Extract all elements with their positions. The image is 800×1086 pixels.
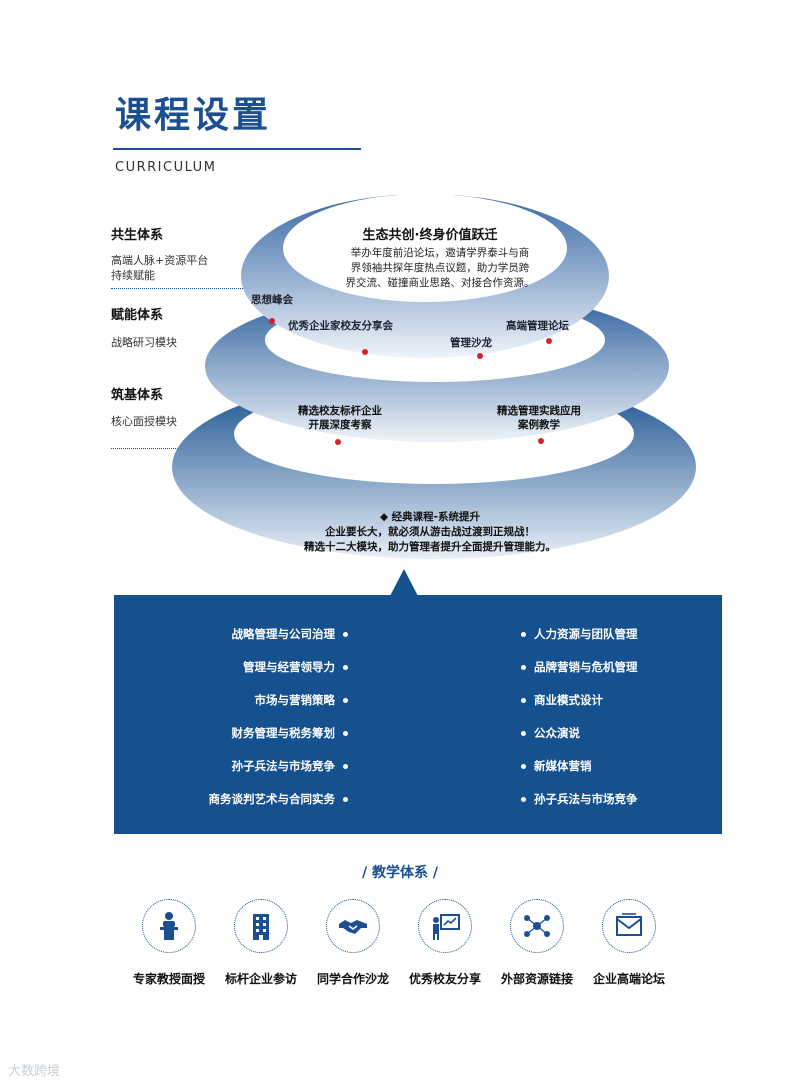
- top-ring-heading: 生态共创·终身价值跃迁: [362, 228, 498, 243]
- bullet-dot: [343, 665, 348, 670]
- marker-dot: [362, 349, 368, 355]
- tier-desc-empowerment: 战略研习模块: [111, 336, 177, 349]
- bullet-dot: [343, 632, 348, 637]
- page-subtitle: CURRICULUM: [115, 160, 217, 175]
- course-label: 公众演说: [534, 726, 581, 740]
- bullet-dot: [343, 698, 348, 703]
- text-line: 开展深度考察: [308, 419, 372, 431]
- course-right-2: 品牌营销与危机管理: [521, 660, 638, 674]
- teaching-item-label: 外部资源链接: [500, 972, 573, 986]
- course-label: 市场与营销策略: [254, 693, 335, 707]
- teaching-item-label: 专家教授面授: [132, 972, 205, 986]
- marker-dot: [269, 318, 275, 324]
- course-left-5: 孙子兵法与市场竞争: [148, 759, 348, 773]
- course-panel: [114, 595, 722, 834]
- bullet-dot: [521, 764, 526, 769]
- node-management-salon: 管理沙龙: [450, 337, 492, 349]
- text-line: 界领袖共探年度热点议题，助力学员跨: [350, 262, 530, 274]
- course-label: 商业模式设计: [534, 693, 604, 707]
- text-line: 企业要长大，就必须从游击战过渡到正规战！: [325, 526, 535, 538]
- text-line: 精选管理实践应用: [497, 405, 581, 417]
- mail-envelope-icon: [602, 899, 656, 953]
- base-ring-description: ◆ 经典课程-系统提升 企业要长大，就必须从游击战过渡到正规战！ 精选十二大模块…: [230, 510, 630, 555]
- title-divider: [113, 148, 361, 150]
- text-line: 案例教学: [518, 419, 560, 431]
- bullet-dot: [521, 797, 526, 802]
- tier-desc-line: 持续赋能: [111, 269, 155, 282]
- course-label: 财务管理与税务筹划: [231, 726, 335, 740]
- text-line: 举办年度前沿论坛，邀请学界泰斗与商: [350, 247, 530, 259]
- course-left-4: 财务管理与税务筹划: [148, 726, 348, 740]
- lecturer-podium-icon: [142, 899, 196, 953]
- course-right-1: 人力资源与团队管理: [521, 627, 638, 641]
- watermark: 大数跨境: [8, 1064, 61, 1079]
- top-ring-description: 举办年度前沿论坛，邀请学界泰斗与商 界领袖共探年度热点议题，助力学员跨 界交流、…: [295, 246, 585, 291]
- text-line: ◆ 经典课程-系统提升: [379, 511, 481, 523]
- course-label: 战略管理与公司治理: [231, 627, 335, 641]
- presentation-board-icon: [418, 899, 472, 953]
- tier-desc-symbiosis: 高端人脉+资源平台 持续赋能: [111, 253, 208, 283]
- teaching-system-heading: / 教学体系 /: [362, 865, 438, 881]
- bullet-dot: [521, 632, 526, 637]
- course-right-6: 孙子兵法与市场竞争: [521, 792, 638, 806]
- course-label: 新媒体营销: [534, 759, 592, 773]
- course-right-3: 商业模式设计: [521, 693, 603, 707]
- node-thought-summit: 思想峰会: [251, 294, 293, 306]
- tier-divider: [111, 448, 186, 449]
- bullet-dot: [343, 764, 348, 769]
- course-label: 管理与经营领导力: [242, 660, 335, 674]
- course-left-2: 管理与经营领导力: [148, 660, 348, 674]
- bullet-dot: [521, 731, 526, 736]
- node-alumni-entrepreneur-sharing: 优秀企业家校友分享会: [288, 320, 393, 332]
- tier-name-symbiosis: 共生体系: [111, 228, 164, 243]
- bullet-dot: [521, 665, 526, 670]
- page-title: 课程设置: [115, 95, 272, 136]
- tier-divider: [111, 288, 251, 289]
- tier-desc-foundation: 核心面授模块: [111, 415, 177, 428]
- bullet-dot: [343, 731, 348, 736]
- panel-pointer: [390, 569, 418, 596]
- course-label: 品牌营销与危机管理: [534, 660, 638, 674]
- node-case-teaching: 精选管理实践应用 案例教学: [474, 404, 604, 432]
- bullet-dot: [521, 698, 526, 703]
- marker-dot: [477, 353, 483, 359]
- node-benchmark-visit: 精选校友标杆企业 开展深度考察: [280, 404, 400, 432]
- course-left-6: 商务谈判艺术与合同实务: [148, 792, 348, 806]
- bullet-dot: [343, 797, 348, 802]
- teaching-item-label: 同学合作沙龙: [316, 972, 389, 986]
- marker-dot: [546, 338, 552, 344]
- teaching-item-label: 标杆企业参访: [224, 972, 297, 986]
- text-line: 精选十二大模块，助力管理者提升全面提升管理能力。: [304, 541, 556, 553]
- teaching-item-label: 优秀校友分享: [408, 972, 481, 986]
- node-high-end-forum: 高端管理论坛: [506, 320, 569, 332]
- network-people-icon: [510, 899, 564, 953]
- course-right-4: 公众演说: [521, 726, 580, 740]
- text-line: 精选校友标杆企业: [298, 405, 382, 417]
- course-label: 人力资源与团队管理: [534, 627, 638, 641]
- teaching-item-label: 企业高端论坛: [592, 972, 665, 986]
- tier-name-empowerment: 赋能体系: [111, 308, 164, 323]
- course-left-1: 战略管理与公司治理: [148, 627, 348, 641]
- building-icon: [234, 899, 288, 953]
- course-right-5: 新媒体营销: [521, 759, 592, 773]
- course-label: 商务谈判艺术与合同实务: [208, 792, 335, 806]
- marker-dot: [335, 439, 341, 445]
- tier-desc-line: 高端人脉+资源平台: [111, 254, 209, 267]
- tier-name-foundation: 筑基体系: [111, 388, 164, 403]
- course-label: 孙子兵法与市场竞争: [534, 792, 638, 806]
- text-line: 界交流、碰撞商业思路、对接合作资源。: [345, 277, 535, 289]
- handshake-icon: [326, 899, 380, 953]
- course-label: 孙子兵法与市场竞争: [231, 759, 335, 773]
- layered-ring-diagram: [172, 195, 696, 559]
- marker-dot: [538, 438, 544, 444]
- course-left-3: 市场与营销策略: [148, 693, 348, 707]
